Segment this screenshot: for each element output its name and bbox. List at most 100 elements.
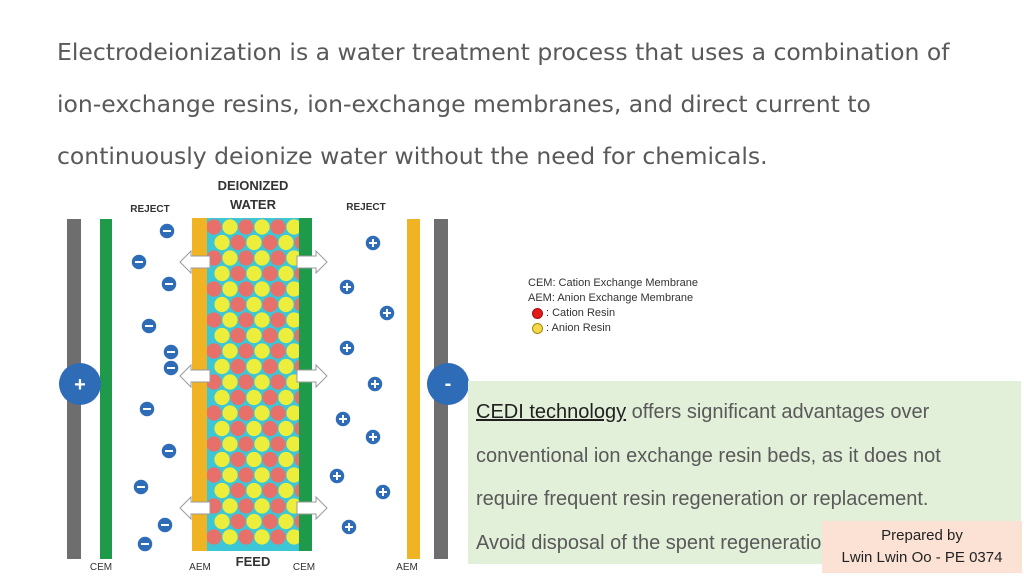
cation-resin-bead	[230, 265, 246, 282]
legend-anion-resin: : Anion Resin	[528, 321, 698, 336]
reject-left-label: REJECT	[130, 204, 169, 215]
anion-resin-bead	[214, 296, 230, 313]
anion-resin-bead	[254, 343, 270, 359]
cation-resin-bead	[262, 482, 278, 499]
right-arrow	[296, 249, 328, 275]
anion-resin-bead	[246, 234, 262, 251]
anion-resin-bead	[278, 327, 294, 344]
deionized-label: DEIONIZED	[218, 178, 289, 193]
cation-resin-swatch	[532, 308, 543, 319]
cation-resin-bead	[270, 374, 286, 390]
cation-resin-bead	[230, 451, 246, 468]
edi-cell-diagram: + - DEIONIZED WATER REJECT REJECT FEED C…	[59, 178, 469, 573]
anion-resin-bead	[214, 482, 230, 499]
cathode-sign: -	[445, 373, 452, 395]
intro-paragraph: Electrodeionization is a water treatment…	[57, 26, 1007, 182]
cation-resin-bead	[207, 312, 222, 328]
anion-resin-swatch	[532, 323, 543, 334]
cation-resin-bead	[230, 327, 246, 344]
anion-resin-bead	[246, 513, 262, 530]
cation-resin-bead	[294, 390, 299, 405]
anion-resin-bead	[246, 389, 262, 406]
cation-resin-bead	[207, 219, 222, 235]
anion-resin-bead	[214, 451, 230, 468]
cation-resin-bead	[262, 296, 278, 313]
anion-resin-bead	[214, 358, 230, 375]
anion-resin-bead	[286, 405, 299, 421]
anion-resin-bead	[254, 498, 270, 514]
flow-arrows-left	[179, 249, 211, 521]
left-arrow	[179, 363, 211, 389]
anion-resin-bead	[254, 250, 270, 266]
anion-resin-bead	[286, 250, 299, 266]
anion-resin-bead	[254, 405, 270, 421]
right-arrow	[296, 363, 328, 389]
cem-left-label: CEM	[90, 562, 112, 573]
anion-resin-bead	[214, 513, 230, 530]
cation-resin-bead	[207, 405, 222, 421]
cation-resin-bead	[207, 281, 222, 297]
anion-resin-bead	[278, 296, 294, 313]
feed-label: FEED	[236, 554, 271, 569]
cathode-terminal	[427, 363, 469, 405]
cation-resin-bead	[270, 498, 286, 514]
anion-resin-bead	[278, 389, 294, 406]
anion-resin-bead	[222, 312, 238, 328]
anion-resin-bead	[286, 498, 299, 514]
anion-resin-bead	[222, 529, 238, 545]
cation-resin-bead	[238, 498, 254, 514]
cation-resin-bead	[294, 483, 299, 498]
intro-line-1: Electrodeionization is a water treatment…	[57, 38, 950, 66]
legend-cem: CEM: Cation Exchange Membrane	[528, 277, 698, 289]
cation-markers	[328, 234, 396, 536]
cation-resin-bead	[294, 235, 299, 250]
anion-resin-bead	[286, 219, 299, 235]
cation-resin-bead	[270, 436, 286, 452]
cation-resin-bead	[207, 529, 222, 545]
anion-resin-bead	[222, 219, 238, 235]
cation-resin-bead	[238, 529, 254, 545]
legend-cation-resin: : Cation Resin	[528, 306, 698, 321]
anion-resin-bead	[278, 420, 294, 437]
credit-line-1: Prepared by	[881, 527, 963, 544]
cation-resin-bead	[270, 250, 286, 266]
callout-line-3: require frequent resin regeneration or r…	[476, 488, 929, 510]
legend: CEM: Cation Exchange Membrane AEM: Anion…	[528, 276, 698, 336]
cation-resin-bead	[262, 389, 278, 406]
anode-terminal	[59, 363, 101, 405]
anion-resin-bead	[222, 467, 238, 483]
cation-resin-bead	[230, 420, 246, 437]
anion-resin-bead	[278, 451, 294, 468]
cation-resin-bead	[238, 436, 254, 452]
anode-sign: +	[74, 374, 86, 396]
cation-resin-bead	[294, 452, 299, 467]
anion-resin-bead	[246, 327, 262, 344]
anion-resin-bead	[286, 312, 299, 328]
left-arrow	[179, 249, 211, 275]
cation-resin-bead	[238, 467, 254, 483]
cation-resin-bead	[270, 312, 286, 328]
cation-resin-bead	[207, 343, 222, 359]
cation-resin-bead	[207, 436, 222, 452]
cation-resin-bead	[270, 219, 286, 235]
anion-resin-bead	[246, 296, 262, 313]
cedi-term: CEDI technology	[476, 401, 627, 423]
anion-resin-bead	[254, 281, 270, 297]
aem-right-label: AEM	[396, 562, 418, 573]
anion-resin-bead	[254, 374, 270, 390]
cation-resin-bead	[207, 250, 222, 266]
anion-resin-bead	[286, 374, 299, 390]
anion-resin-bead	[254, 312, 270, 328]
cation-resin-bead	[294, 297, 299, 312]
cation-resin-bead	[262, 420, 278, 437]
callout-line-2: conventional ion exchange resin beds, as…	[476, 444, 941, 467]
anion-resin-bead	[286, 529, 299, 545]
anion-resin-bead	[214, 420, 230, 437]
anion-resin-bead	[246, 451, 262, 468]
anion-resin-bead	[254, 219, 270, 235]
right-arrow	[296, 495, 328, 521]
anion-resin-bead	[278, 513, 294, 530]
anion-resin-bead	[286, 281, 299, 297]
cation-resin-bead	[238, 312, 254, 328]
cation-resin-bead	[294, 421, 299, 436]
